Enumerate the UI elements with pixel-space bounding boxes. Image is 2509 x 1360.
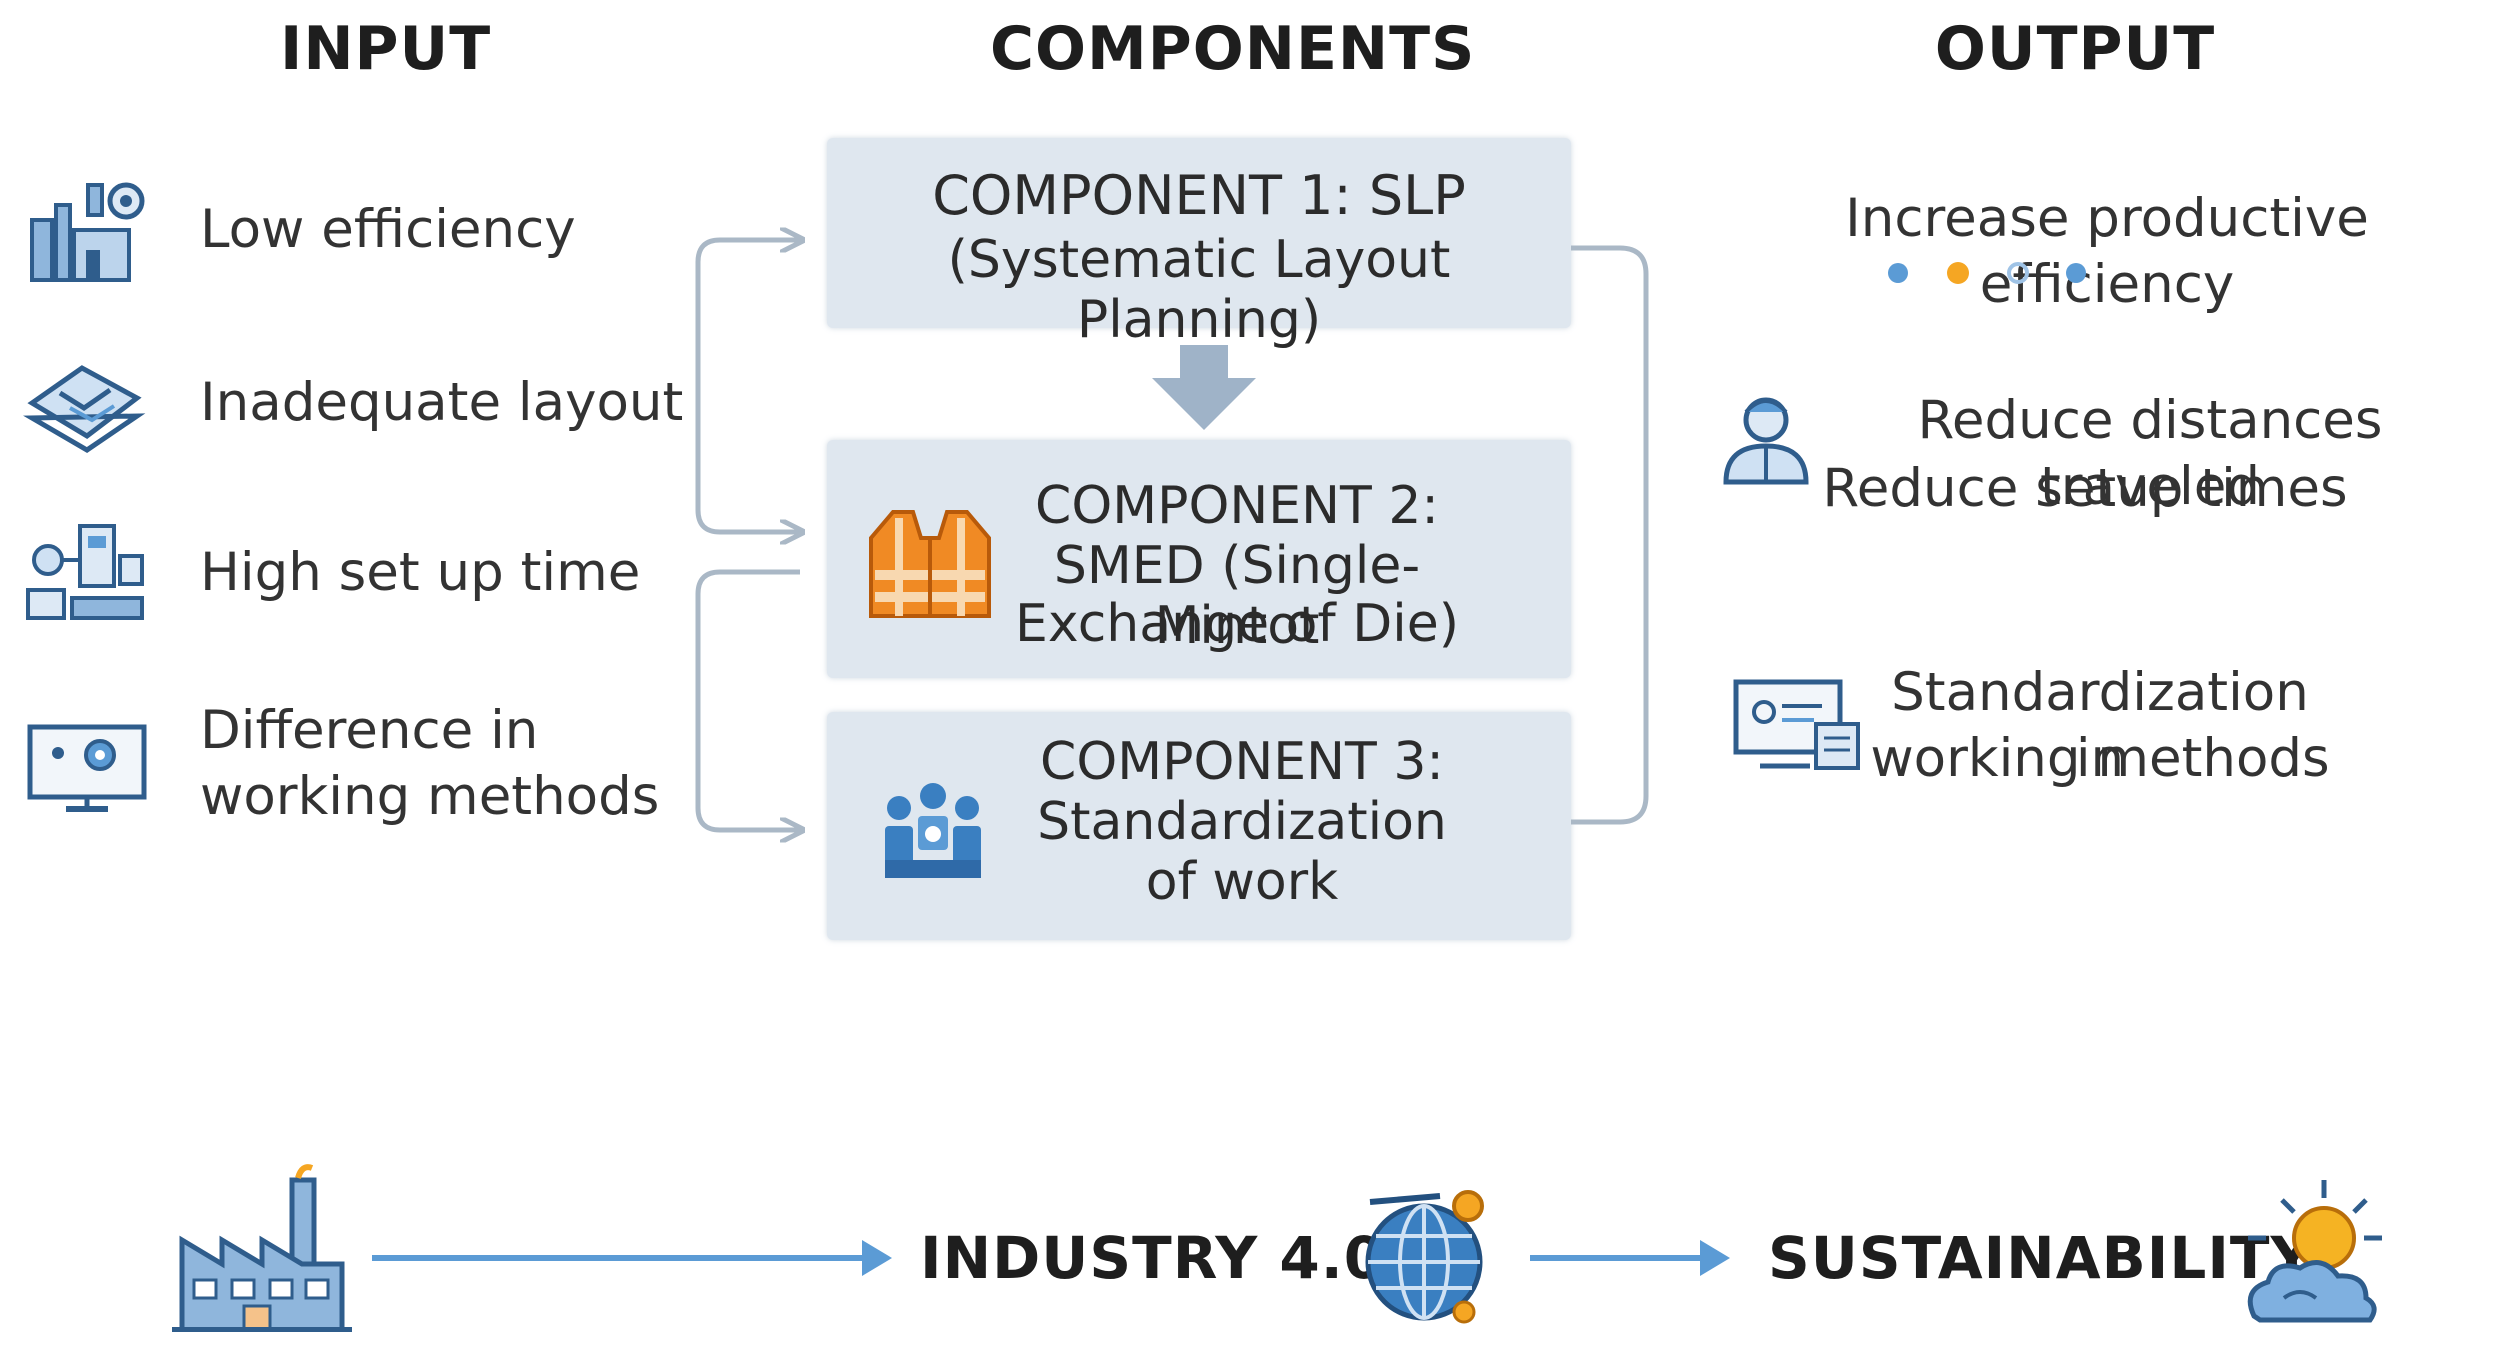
component-3-line2: Standardization <box>1037 792 1447 852</box>
monitor-gear-icon <box>27 724 147 812</box>
component-1-box: COMPONENT 1: SLP (Systematic Layout Plan… <box>827 138 1571 350</box>
sparkle-dots-icon <box>1888 262 2086 284</box>
output-standardization-line1: Standardization in <box>1891 662 2309 789</box>
sustainability-label: SUSTAINABILITY <box>1768 1224 2314 1292</box>
input-inadequate-layout: Inadequate layout <box>22 348 683 458</box>
sun-cloud-icon <box>2247 1180 2382 1323</box>
component-1-title: COMPONENT 1: SLP <box>932 164 1466 227</box>
output-reduce-setup: Reduce setup times <box>1822 458 2348 519</box>
down-arrow <box>1152 345 1256 430</box>
output-increase-efficiency: Increase productive efficiency <box>1845 188 2369 315</box>
input-header: INPUT <box>280 14 492 84</box>
component-3-title: COMPONENT 3: <box>1040 732 1444 792</box>
factory-icon <box>172 1164 352 1332</box>
component-2-line2: SMED (Single-Mintot <box>1053 536 1421 656</box>
component-2-box: COMPONENT 2: SMED (Single-Mintot Exchang… <box>827 440 1571 678</box>
component-2-line3: Exchange of Die) <box>1014 594 1460 654</box>
component-2-title: COMPONENT 2: <box>1035 476 1439 536</box>
input-label: Difference in working methods <box>200 700 660 827</box>
input-low-efficiency: Low efficiency <box>22 175 576 285</box>
team-people-icon <box>885 783 981 878</box>
input-label: High set up time <box>200 542 641 603</box>
right-connector <box>1571 245 1649 825</box>
input-high-setup-time: High set up time <box>22 518 640 628</box>
component-3-box: COMPONENT 3: Standardization of work <box>827 712 1571 940</box>
component-3-line3: of work <box>1145 852 1339 912</box>
industry-label: INDUSTRY 4.0 <box>920 1224 1386 1292</box>
left-connector-bottom <box>695 569 800 830</box>
factory-gear-icon <box>30 182 145 282</box>
safety-vest-icon <box>869 510 991 618</box>
machine-setup-icon <box>26 524 144 620</box>
left-connector-top <box>695 237 800 532</box>
output-reduce-distances: Reduce distances traveled <box>1917 390 2383 517</box>
output-header: OUTPUT <box>1934 14 2216 84</box>
component-1-subtitle: (Systematic Layout Planning) <box>947 230 1451 350</box>
globe-icon <box>1365 1190 1484 1324</box>
worker-icon <box>1723 397 1809 485</box>
layout-layers-icon <box>23 365 146 453</box>
components-header: COMPONENTS <box>990 14 1476 84</box>
input-label: Inadequate layout <box>200 372 684 433</box>
input-label: Low efficiency <box>200 199 576 260</box>
input-difference-methods: Difference in working methods <box>22 698 670 830</box>
output-standardization-line2: working methods <box>1870 728 2330 789</box>
computer-document-icon <box>1733 679 1860 770</box>
